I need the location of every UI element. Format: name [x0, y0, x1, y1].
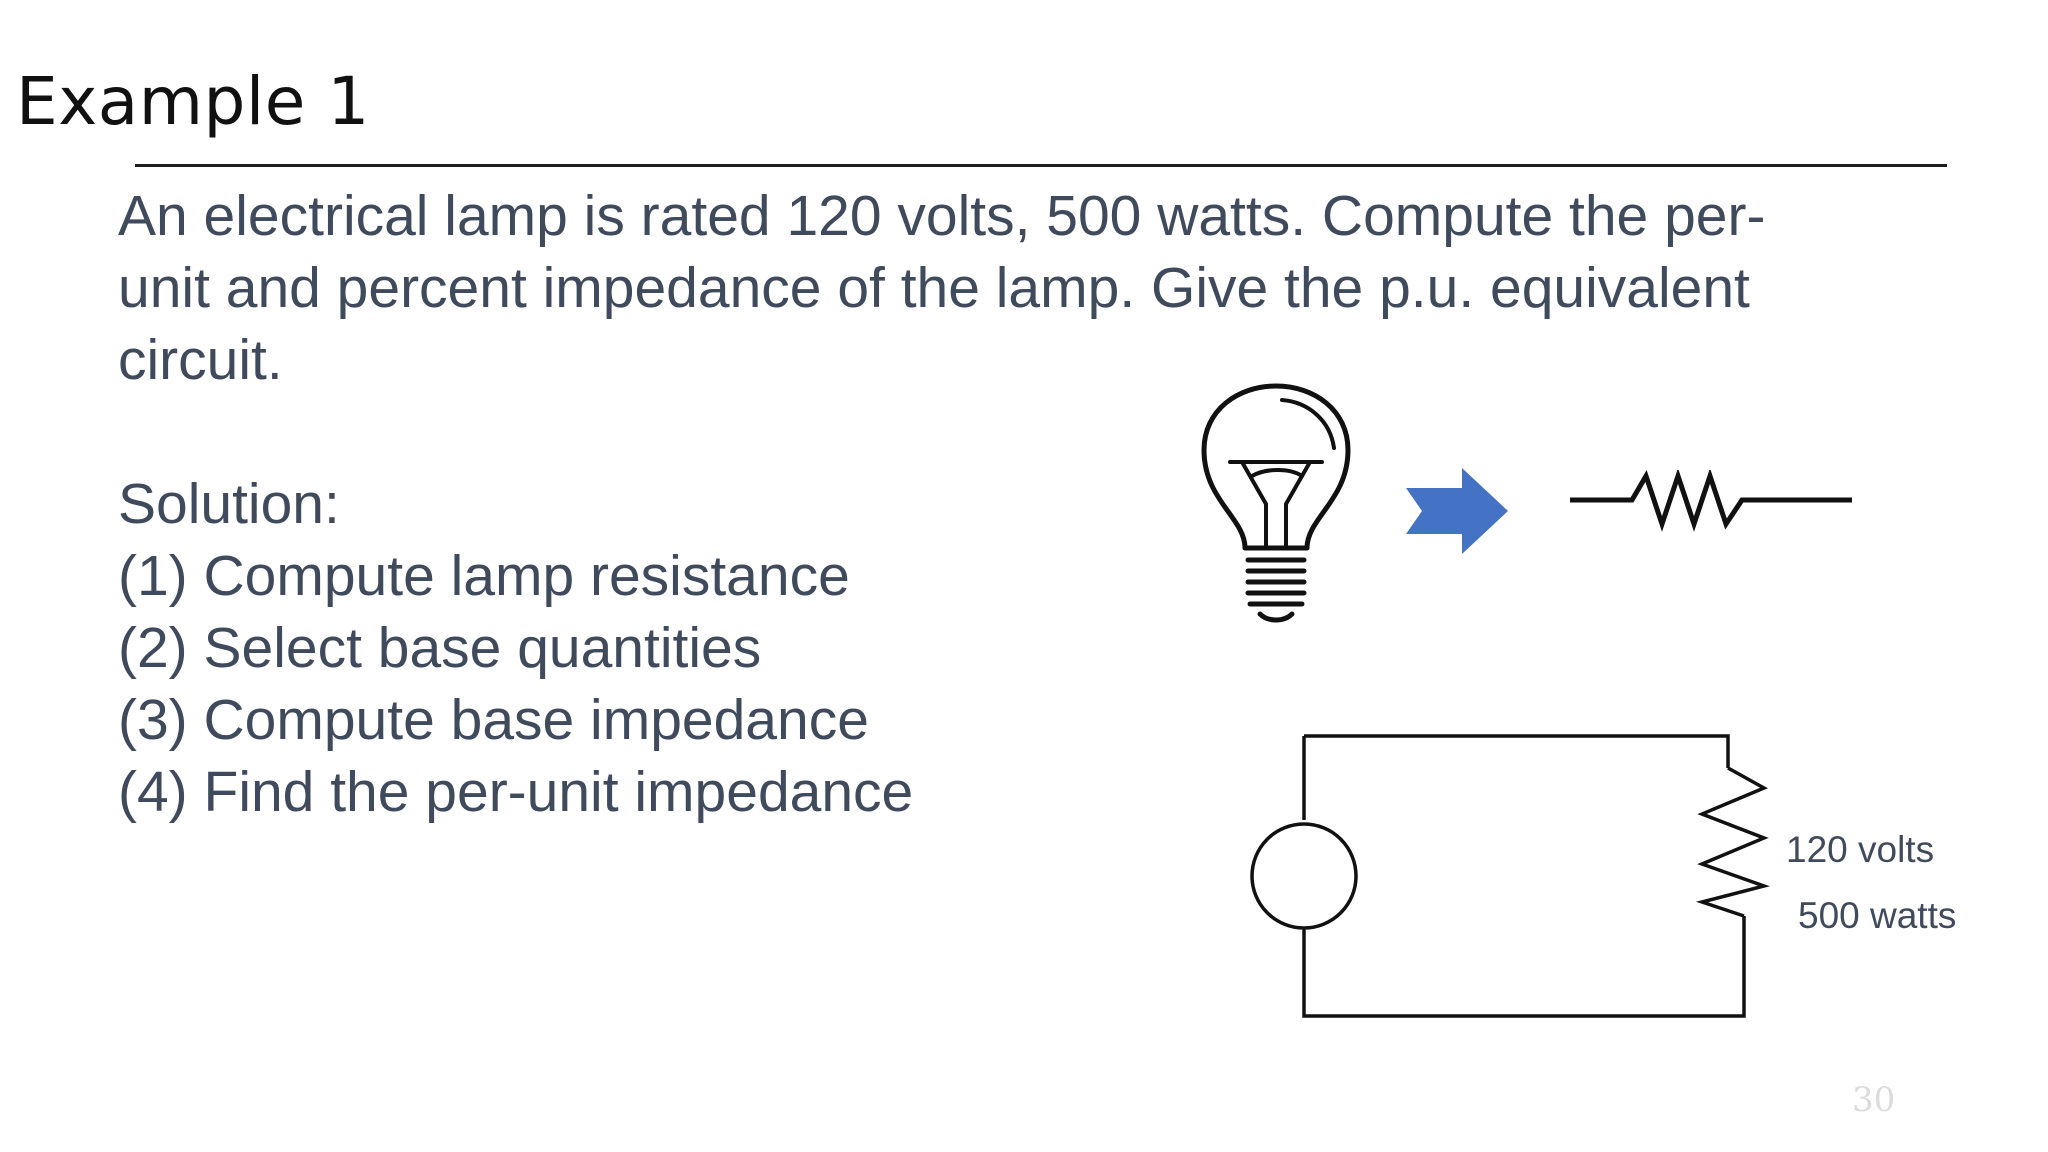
light-bulb-icon: [1201, 383, 1351, 623]
title-divider: [135, 164, 1947, 167]
solution-step: (3) Compute base impedance: [118, 688, 869, 752]
solution-heading: Solution:: [118, 472, 340, 536]
solution-step: (1) Compute lamp resistance: [118, 544, 850, 608]
problem-statement: An electrical lamp is rated 120 volts, 5…: [118, 180, 1878, 396]
solution-list: Solution: (1) Compute lamp resistance (2…: [118, 468, 1158, 828]
problem-line: unit and percent impedance of the lamp. …: [118, 256, 1750, 320]
right-arrow-icon: [1406, 468, 1508, 554]
resistor-symbol-icon: [1570, 470, 1852, 532]
rating-volts-label: 120 volts: [1786, 829, 1935, 870]
problem-line: An electrical lamp is rated 120 volts, 5…: [118, 184, 1766, 248]
rating-watts-label: 500 watts: [1798, 895, 1957, 936]
solution-step: (2) Select base quantities: [118, 616, 762, 680]
equivalent-circuit-diagram: [1250, 734, 1770, 1018]
slide-title: Example 1: [16, 63, 370, 140]
solution-step: (4) Find the per-unit impedance: [118, 760, 914, 824]
page-number: 30: [1852, 1080, 1896, 1120]
problem-line: circuit.: [118, 328, 283, 392]
